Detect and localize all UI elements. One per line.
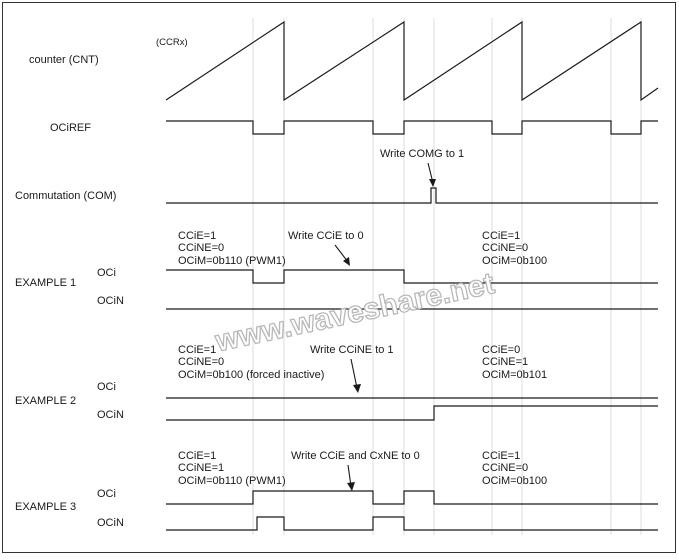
ex3-after-line2: CCiNE=0 [482,462,528,474]
counter-sawtooth [165,20,659,102]
ex3-oci-signal [166,490,658,505]
ex3-before-line1: CCiE=1 [178,450,216,462]
oci-label-ex2: OCi [97,381,116,393]
ex1-oci-signal [166,269,658,284]
ex2-before-line3: OCiM=0b100 (forced inactive) [178,369,324,381]
commutation-label: Commutation (COM) [15,190,116,202]
ex2-arrowhead [353,384,361,393]
ex1-after-line2: CCiNE=0 [482,242,528,254]
ccr-label: (CCRx) [156,37,188,48]
ex1-before-line2: CCiNE=0 [178,242,224,254]
counter-label: counter (CNT) [29,54,99,66]
ex2-after-line1: CCiE=0 [482,344,520,356]
ex3-after-line1: CCiE=1 [482,450,520,462]
ex3-ocin-signal [166,516,658,531]
ocin-label-ex1: OCiN [97,295,124,307]
ex3-write-annotation: Write CCiE and CxNE to 0 [291,450,420,462]
ex2-after-line3: OCiM=0b101 [482,369,547,381]
ex2-after-line2: CCiNE=1 [482,356,528,368]
ocin-label-ex3: OCiN [97,517,124,529]
example1-label: EXAMPLE 1 [15,277,76,289]
ex2-before-line2: CCiNE=0 [178,356,224,368]
ex1-before-line1: CCiE=1 [178,230,216,242]
oci-label-ex1: OCi [97,267,116,279]
comg-annotation: Write COMG to 1 [380,148,464,160]
ex2-arrow [350,358,358,389]
ex2-before-line1: CCiE=1 [178,344,216,356]
guide-lines [252,18,642,535]
ex1-before-line3: OCiM=0b110 (PWM1) [178,255,286,267]
ex1-after-line1: CCiE=1 [482,230,520,242]
ex1-write-annotation: Write CCiE to 0 [288,230,364,242]
ex3-before-line3: OCiM=0b110 (PWM1) [178,475,286,487]
ex3-after-line3: OCiM=0b100 [482,475,547,487]
ex3-before-line2: CCiNE=1 [178,462,224,474]
ex1-after-line3: OCiM=0b100 [482,255,547,267]
com-signal [166,187,658,204]
oci-label-ex3: OCi [97,488,116,500]
diagram-border [2,2,676,553]
ex1-arrowhead [343,257,350,266]
ex2-ocin-signal [166,405,658,421]
comg-arrowhead [429,179,436,187]
ocref-label: OCiREF [50,122,91,134]
ex3-arrow [347,464,352,487]
example2-label: EXAMPLE 2 [15,395,76,407]
ex2-write-annotation: Write CCiNE to 1 [310,344,394,356]
ocref-signal [166,120,658,135]
example3-label: EXAMPLE 3 [15,501,76,513]
ex3-arrowhead [347,482,355,491]
ocin-label-ex2: OCiN [97,409,124,421]
